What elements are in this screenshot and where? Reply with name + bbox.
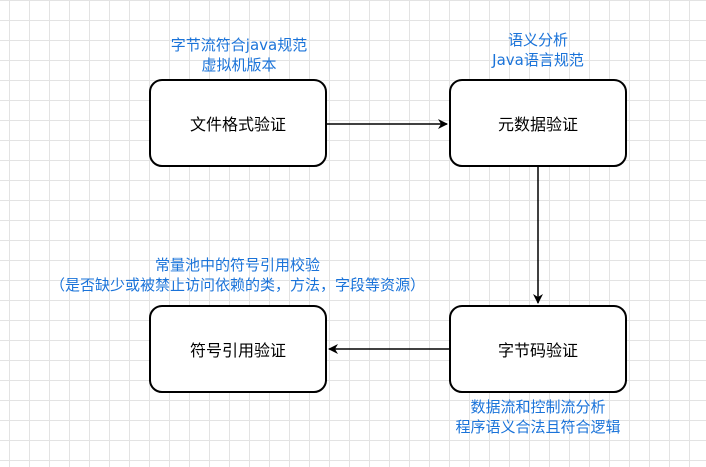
node-file-format-verification: 文件格式验证 [149,79,327,167]
node-metadata-verification: 元数据验证 [449,79,627,167]
note-metadata: 语义分析 Java语言规范 [438,30,638,70]
note-file-format-line-1: 字节流符合java规范 [170,36,308,54]
node-bytecode-label: 字节码验证 [497,341,578,360]
note-metadata-line-1: 语义分析 [507,31,568,49]
node-bytecode-verification: 字节码验证 [449,305,627,393]
node-symbol-ref-verification: 符号引用验证 [149,305,327,393]
note-metadata-line-2: Java语言规范 [492,51,584,69]
note-symbol-ref-line-2: （是否缺少或被禁止访问依赖的类，方法，字段等资源） [49,276,425,294]
note-symbol-ref: 常量池中的符号引用校验 （是否缺少或被禁止访问依赖的类，方法，字段等资源） [10,255,465,295]
note-file-format: 字节流符合java规范 虚拟机版本 [139,35,339,75]
node-symbol-ref-label: 符号引用验证 [189,341,286,360]
note-bytecode-line-2: 程序语义合法且符合逻辑 [455,418,621,436]
node-file-format-label: 文件格式验证 [189,115,286,134]
note-bytecode: 数据流和控制流分析 程序语义合法且符合逻辑 [420,397,656,437]
note-file-format-line-2: 虚拟机版本 [201,56,277,74]
note-symbol-ref-line-1: 常量池中的符号引用校验 [154,256,320,274]
node-metadata-label: 元数据验证 [497,115,578,134]
note-bytecode-line-1: 数据流和控制流分析 [470,398,606,416]
